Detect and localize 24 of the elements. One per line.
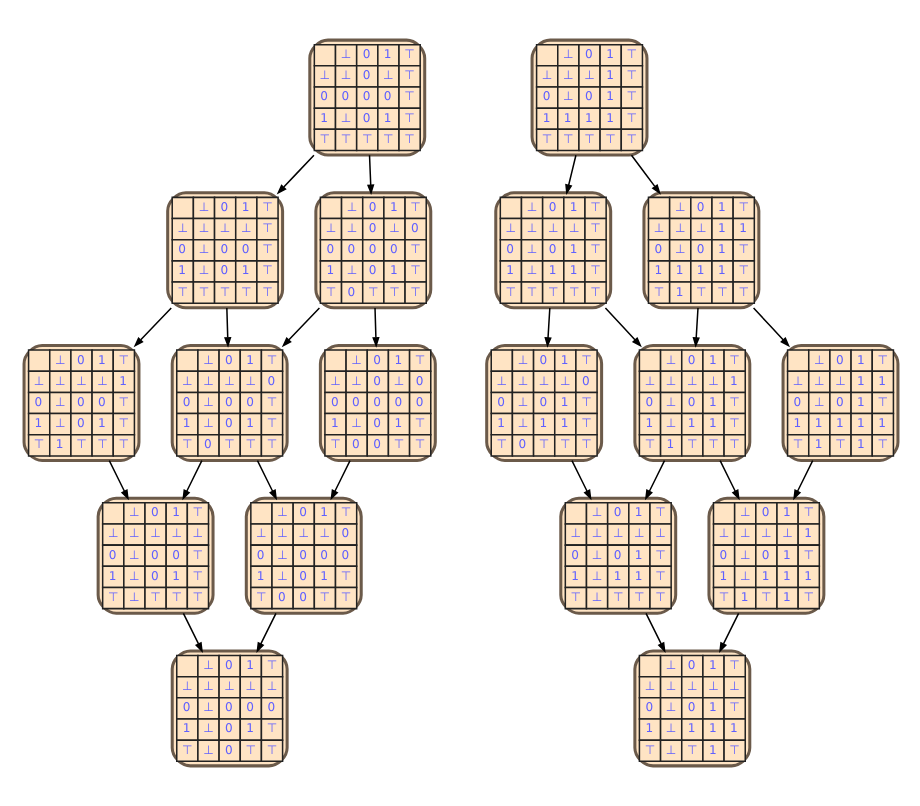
arrow bbox=[751, 307, 790, 348]
arrow bbox=[718, 612, 739, 653]
arrow bbox=[543, 307, 551, 348]
arrow bbox=[629, 154, 660, 195]
arrow bbox=[329, 459, 350, 501]
arrow bbox=[255, 612, 276, 653]
arrow bbox=[366, 154, 374, 196]
arrow bbox=[275, 154, 314, 195]
arrow bbox=[223, 307, 231, 348]
arrow bbox=[181, 459, 202, 501]
arrow bbox=[792, 459, 813, 501]
arrow bbox=[280, 307, 320, 348]
arrow bbox=[255, 459, 277, 501]
arrow bbox=[371, 307, 379, 348]
arrow bbox=[643, 459, 665, 501]
arrow bbox=[564, 154, 576, 196]
arrow bbox=[644, 612, 665, 653]
arrow bbox=[691, 307, 699, 348]
arrow bbox=[107, 459, 128, 501]
arrow bbox=[570, 459, 591, 501]
arrow bbox=[718, 459, 739, 501]
arrow bbox=[603, 307, 641, 348]
arrow bbox=[132, 307, 171, 348]
arrow bbox=[181, 612, 202, 653]
